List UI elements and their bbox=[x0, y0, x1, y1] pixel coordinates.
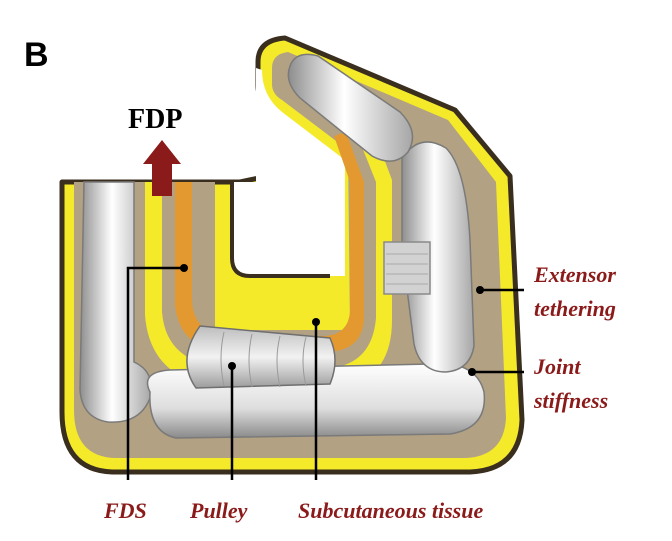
subcutaneous-leader-dot bbox=[312, 318, 320, 326]
label-extensor-line2: tethering bbox=[534, 296, 616, 321]
extensor-leader-dot bbox=[476, 286, 484, 294]
label-joint-line1: Joint bbox=[533, 354, 581, 379]
fdp-arrow-label: FDP bbox=[128, 104, 182, 135]
extensor-band-lines bbox=[386, 253, 428, 285]
fdp-arrow bbox=[143, 140, 181, 196]
fds-leader-line bbox=[126, 266, 184, 480]
proximal-phalanx bbox=[79, 181, 152, 423]
fdp-tendon bbox=[175, 132, 364, 352]
joint-leader-dot bbox=[468, 368, 476, 376]
label-subcutaneous-tissue: Subcutaneous tissue bbox=[298, 498, 483, 523]
label-joint-line2: stiffness bbox=[533, 388, 608, 413]
label-fds: FDS bbox=[103, 498, 147, 523]
fds-leader-dot bbox=[180, 264, 188, 272]
web-gap-edge bbox=[230, 182, 330, 278]
distal-phalanx bbox=[401, 141, 475, 373]
label-extensor-line1: Extensor bbox=[533, 262, 616, 287]
pulley-texture bbox=[220, 331, 307, 388]
web-gap bbox=[232, 68, 345, 276]
extensor-band bbox=[383, 241, 431, 295]
pulley-leader-dot bbox=[228, 362, 236, 370]
label-pulley: Pulley bbox=[189, 498, 248, 523]
pulley bbox=[186, 325, 336, 389]
panel-letter: B bbox=[24, 36, 49, 74]
fingertip-bone bbox=[287, 53, 414, 162]
